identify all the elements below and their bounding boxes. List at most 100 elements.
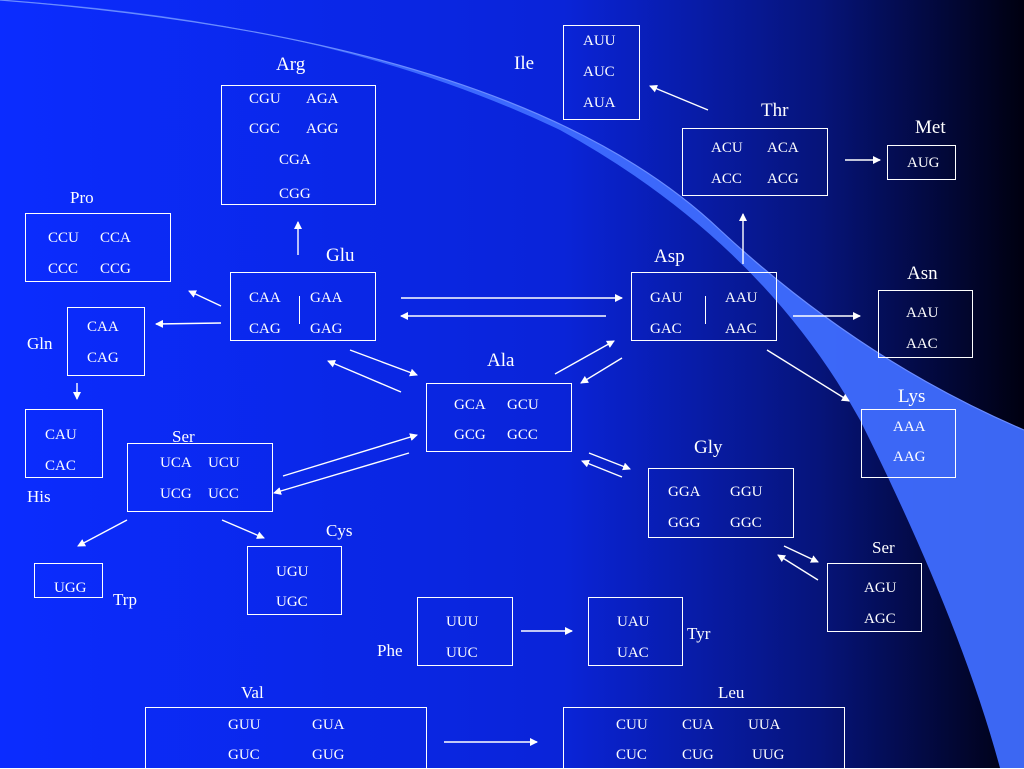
pro-codon: CCC: [48, 261, 79, 277]
glu-codon: GAA: [310, 290, 343, 306]
thr-codon: ACG: [767, 171, 799, 187]
pro-codon: CCA: [100, 230, 131, 246]
asp-codon: AAC: [725, 321, 757, 337]
leu-label: Leu: [718, 683, 745, 702]
ala-codon: GCC: [507, 427, 538, 443]
phe-label: Phe: [377, 641, 403, 660]
leu-codon: CUA: [682, 717, 714, 733]
lys-label: Lys: [898, 386, 926, 407]
ser-label: Ser: [172, 427, 195, 446]
val-label: Val: [241, 683, 264, 702]
gly-codon: GGC: [730, 515, 762, 531]
val-codon: GUG: [312, 747, 345, 763]
ala-codon: GCA: [454, 397, 486, 413]
gly-codon: GGG: [668, 515, 701, 531]
divider: [299, 296, 300, 324]
ser-right-label: Ser: [872, 538, 895, 557]
val-codon: GUC: [228, 747, 260, 763]
cys-label: Cys: [326, 521, 353, 540]
cys-codon: UGU: [276, 564, 309, 580]
cys-codon: UGC: [276, 594, 308, 610]
leu-box: CUU CUA UUA CUC CUG UUG: [563, 707, 845, 769]
leu-codon: UUG: [752, 747, 785, 763]
ala-box: GCA GCU GCG GCC: [426, 383, 572, 452]
asp-codon: GAC: [650, 321, 682, 337]
tyr-box: UAU UAC: [588, 597, 683, 666]
his-codon: CAU: [45, 427, 77, 443]
his-label: His: [27, 487, 51, 506]
ser-codon: UCA: [160, 455, 192, 471]
met-box: AUG: [887, 145, 956, 180]
ser-right-codon: AGC: [864, 611, 896, 627]
ser-codon: UCC: [208, 486, 239, 502]
asn-codon: AAU: [906, 305, 939, 321]
glu-label: Glu: [326, 245, 355, 266]
leu-codon: CUG: [682, 747, 714, 763]
thr-box: ACU ACA ACC ACG: [682, 128, 828, 196]
his-codon: CAC: [45, 458, 76, 474]
leu-codon: UUA: [748, 717, 781, 733]
thr-label: Thr: [761, 100, 789, 121]
ala-codon: GCG: [454, 427, 486, 443]
arg-codon: AGA: [306, 91, 339, 107]
glu-codon: GAG: [310, 321, 343, 337]
val-codon: GUU: [228, 717, 261, 733]
pro-codon: CCG: [100, 261, 131, 277]
asn-codon: AAC: [906, 336, 938, 352]
leu-codon: CUU: [616, 717, 648, 733]
lys-box: AAA AAG: [861, 409, 956, 478]
asp-codon: GAU: [650, 290, 683, 306]
arg-codon: CGU: [249, 91, 281, 107]
thr-codon: ACU: [711, 140, 743, 156]
val-box: GUU GUA GUC GUG: [145, 707, 427, 769]
thr-codon: ACC: [711, 171, 742, 187]
asp-label: Asp: [654, 246, 685, 267]
glu-box: CAA GAA CAG GAG: [230, 272, 376, 341]
ala-codon: GCU: [507, 397, 539, 413]
trp-codon: UGG: [54, 580, 87, 596]
divider: [705, 296, 706, 324]
pro-box: CCU CCA CCC CCG: [25, 213, 171, 282]
trp-label: Trp: [113, 590, 137, 609]
ser-codon: UCG: [160, 486, 192, 502]
asn-label: Asn: [907, 263, 938, 284]
thr-codon: ACA: [767, 140, 799, 156]
gly-codon: GGA: [668, 484, 701, 500]
ser-box: UCA UCU UCG UCC: [127, 443, 273, 512]
cys-box: UGU UGC: [247, 546, 342, 615]
val-codon: GUA: [312, 717, 345, 733]
asp-box: GAU AAU GAC AAC: [631, 272, 777, 341]
ile-box: AUU AUC AUA: [563, 25, 640, 120]
gly-box: GGA GGU GGG GGC: [648, 468, 794, 538]
lys-codon: AAA: [893, 419, 926, 435]
gln-codon: CAA: [87, 319, 119, 335]
arg-codon: CGC: [249, 121, 280, 137]
ile-codon: AUC: [583, 64, 615, 80]
ser-right-codon: AGU: [864, 580, 897, 596]
gln-label: Gln: [27, 334, 53, 353]
arg-codon: CGG: [279, 186, 311, 202]
arg-box: CGU AGA CGC AGG CGA CGG: [221, 85, 376, 205]
gln-box: CAA CAG: [67, 307, 145, 376]
phe-codon: UUC: [446, 645, 478, 661]
arg-codon: AGG: [306, 121, 339, 137]
ser-codon: UCU: [208, 455, 240, 471]
phe-codon: UUU: [446, 614, 479, 630]
asp-codon: AAU: [725, 290, 758, 306]
pro-codon: CCU: [48, 230, 79, 246]
gly-label: Gly: [694, 437, 723, 458]
ile-codon: AUA: [583, 95, 616, 111]
ala-label: Ala: [487, 350, 515, 371]
pro-label: Pro: [70, 188, 94, 207]
tyr-codon: UAC: [617, 645, 649, 661]
ser-right-box: AGU AGC: [827, 563, 922, 632]
ile-label: Ile: [514, 53, 535, 74]
leu-codon: CUC: [616, 747, 647, 763]
arg-codon: CGA: [279, 152, 311, 168]
gln-codon: CAG: [87, 350, 119, 366]
glu-codon: CAG: [249, 321, 281, 337]
tyr-codon: UAU: [617, 614, 650, 630]
met-label: Met: [915, 117, 946, 138]
arg-label: Arg: [276, 54, 306, 75]
gly-codon: GGU: [730, 484, 763, 500]
